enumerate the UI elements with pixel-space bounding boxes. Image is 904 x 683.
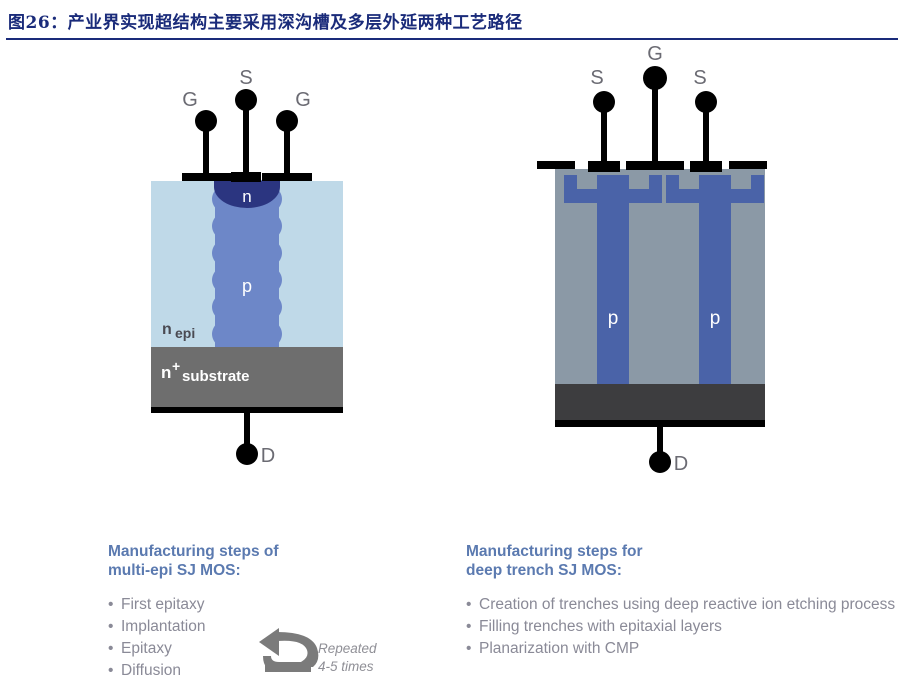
source-terminal-dot-left[interactable] [593,91,615,113]
step-label: Filling trenches with epitaxial layers [479,618,722,635]
gate-contact-bar-left [182,173,232,181]
figure-title-bar: 图26：产业界实现超结构主要采用深沟槽及多层外延两种工艺路径 [0,0,904,40]
source-contact-bar [231,172,261,182]
p-trench-left [564,175,662,384]
step-label: Implantation [121,618,206,635]
p-trench-right [666,175,764,384]
substrate-label-main: n [161,363,171,382]
n-channel-region [214,181,280,208]
title-divider [6,38,898,40]
metal-stub-far-right [729,161,767,169]
gate-lead-right [284,125,290,175]
n-channel-label: n [242,187,251,206]
trench-drain-metal-bar [555,420,765,427]
right-steps-heading: Manufacturing steps for deep trench SJ M… [466,542,896,580]
gate-contact-bar-center [626,161,684,170]
figure-body: n p n epi n + substrate G [0,44,904,679]
left-steps-column: Manufacturing steps of multi-epi SJ MOS:… [108,542,438,682]
n-epi-label-main: n [162,321,172,338]
bullet-icon: • [108,662,114,679]
bullet-icon: • [466,618,472,635]
step-label: Creation of trenches using deep reactive… [479,596,896,613]
substrate-label-sup: + [172,358,180,374]
source-terminal-label-right: S [693,67,706,89]
gate-terminal-label-right: G [295,89,311,111]
trench-drain-lead [657,427,663,459]
source-terminal-label-left: S [590,67,603,89]
substrate-label-sub: substrate [182,368,250,385]
repeat-note-line1: Repeated [318,641,377,656]
list-item: • Filling trenches with epitaxial layers [466,616,896,638]
right-device-graphic: p p S G [537,44,767,475]
n-epi-label-sub: epi [175,325,195,341]
source-lead-left [601,106,607,163]
gate-contact-bar-right [262,173,312,181]
trench-drain-terminal-label: D [674,453,688,475]
step-label: Planarization with CMP [479,640,640,657]
source-terminal-dot[interactable] [235,89,257,111]
p-trench-left-label: p [608,308,619,329]
gate-terminal-dot-center[interactable] [643,66,667,90]
bullet-icon: • [466,596,472,613]
drain-terminal-dot[interactable] [236,443,258,465]
page-title: 图26：产业界实现超结构主要采用深沟槽及多层外延两种工艺路径 [8,13,523,33]
gate-terminal-dot-left[interactable] [195,110,217,132]
gate-terminal-dot-right[interactable] [276,110,298,132]
left-device-graphic: n p n epi n + substrate G [151,67,343,467]
left-heading-line2: multi-epi SJ MOS: [108,562,241,579]
trench-substrate-layer [555,384,765,420]
gate-lead-left [203,125,209,175]
right-heading-line2: deep trench SJ MOS: [466,562,622,579]
right-steps-column: Manufacturing steps for deep trench SJ M… [466,542,896,660]
p-pillar-label: p [242,276,252,296]
list-item: • Creation of trenches using deep reacti… [466,594,896,616]
bullet-icon: • [466,640,472,657]
drain-lead [244,413,250,451]
n-plus-substrate-layer [151,347,343,407]
source-lead-right [703,106,709,163]
source-lead [243,104,249,174]
source-contact-bar-left [588,161,620,172]
right-steps-list: • Creation of trenches using deep reacti… [466,594,896,660]
drain-terminal-label: D [261,445,275,467]
repeat-loop-arrow-icon [259,628,319,672]
gate-lead-center [652,82,658,163]
p-trench-right-label: p [710,308,721,329]
left-top-electrodes: G S G [182,67,312,182]
trench-drain-terminal-dot[interactable] [649,451,671,473]
list-item: • Implantation [108,616,438,638]
step-label: Epitaxy [121,640,172,657]
left-steps-heading: Manufacturing steps of multi-epi SJ MOS: [108,542,438,580]
list-item: • Epitaxy [108,638,438,660]
gate-terminal-label-center: G [647,44,663,65]
source-contact-bar-right [690,161,722,172]
right-top-electrodes: S G S [537,44,767,172]
repeat-loop-arrow-wrap [255,626,321,683]
drain-metal-bar [151,407,343,413]
bullet-icon: • [108,596,114,613]
step-label: Diffusion [121,662,182,679]
list-item: • First epitaxy [108,594,438,616]
metal-stub-far-left [537,161,575,169]
bullet-icon: • [108,640,114,657]
repeat-note: Repeated 4-5 times [318,640,377,676]
source-terminal-label: S [239,67,252,89]
gate-terminal-label-left: G [182,89,198,111]
left-heading-line1: Manufacturing steps of [108,543,279,560]
step-label: First epitaxy [121,596,205,613]
bullet-icon: • [108,618,114,635]
source-terminal-dot-right[interactable] [695,91,717,113]
list-item: • Planarization with CMP [466,638,896,660]
semiconductor-cross-section-diagrams: n p n epi n + substrate G [151,44,767,475]
right-heading-line1: Manufacturing steps for [466,543,643,560]
